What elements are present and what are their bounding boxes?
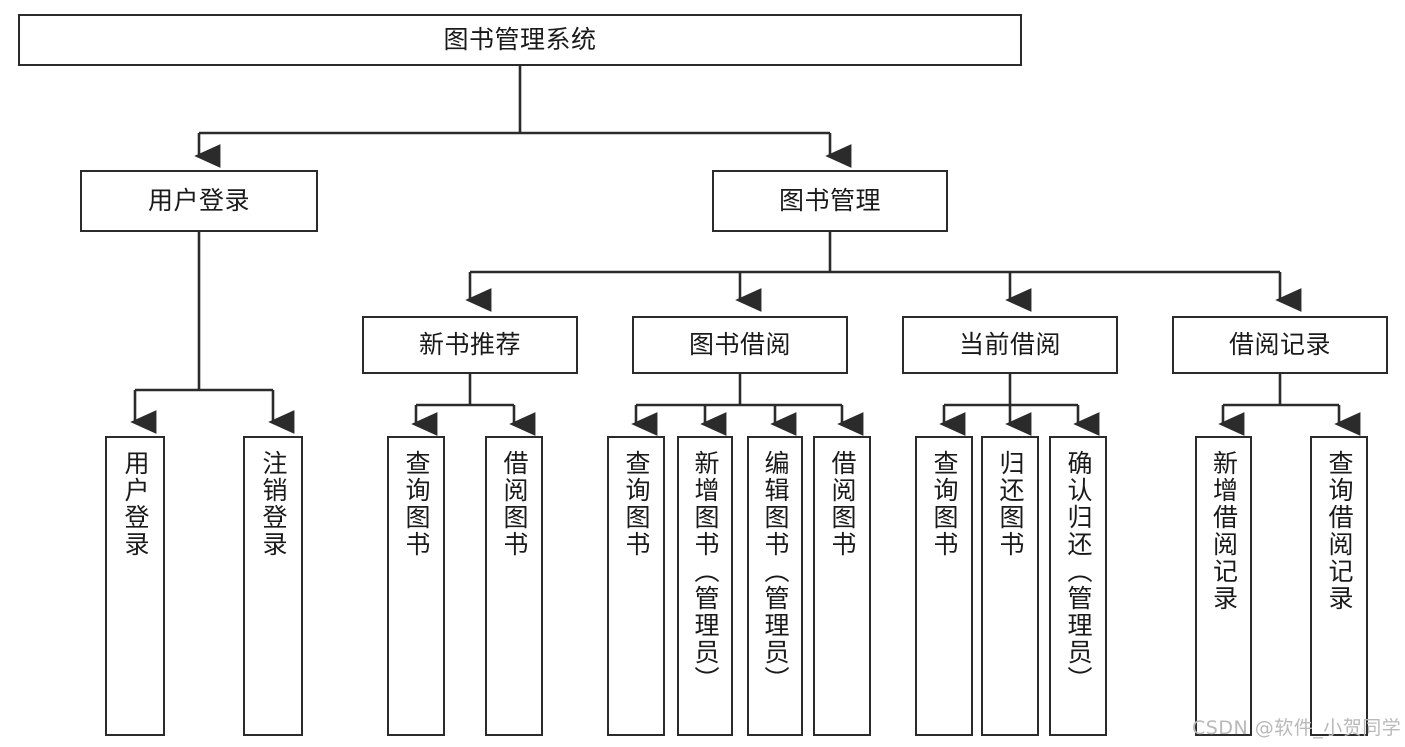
node-leaf-query-book-2[interactable]: 查询图书 [607,436,665,736]
node-leaf-query-book-1[interactable]: 查询图书 [387,436,445,736]
node-leaf-add-book-label: 新增图书（管理员） [691,450,720,693]
node-leaf-borrow-book-2[interactable]: 借阅图书 [813,436,871,736]
node-root-system-label: 图书管理系统 [443,25,597,55]
node-leaf-return-book-label: 归还图书 [996,450,1025,558]
node-leaf-add-book[interactable]: 新增图书（管理员） [677,436,733,736]
node-leaf-borrow-book-1[interactable]: 借阅图书 [485,436,543,736]
node-leaf-query-book-3-label: 查询图书 [930,450,959,558]
node-leaf-borrow-book-1-label: 借阅图书 [500,450,529,558]
node-book-manage-label: 图书管理 [778,186,881,216]
node-leaf-query-book-2-label: 查询图书 [622,450,651,558]
node-book-borrow-label: 图书借阅 [688,330,791,360]
node-leaf-logout[interactable]: 注销登录 [243,436,303,736]
node-leaf-confirm-return[interactable]: 确认归还（管理员） [1049,436,1107,736]
node-leaf-user-login[interactable]: 用户登录 [105,436,165,736]
node-leaf-edit-book[interactable]: 编辑图书（管理员） [747,436,803,736]
node-current-borrow[interactable]: 当前借阅 [902,316,1118,374]
node-leaf-borrow-book-2-label: 借阅图书 [828,450,857,558]
node-new-book-recommend-label: 新书推荐 [418,330,521,360]
node-borrow-record-label: 借阅记录 [1228,330,1331,360]
node-leaf-logout-label: 注销登录 [259,450,288,558]
node-current-borrow-label: 当前借阅 [958,330,1061,360]
node-leaf-query-record-label: 查询借阅记录 [1325,450,1354,612]
node-leaf-query-book-3[interactable]: 查询图书 [915,436,973,736]
node-user-login[interactable]: 用户登录 [80,170,318,232]
node-leaf-add-record-label: 新增借阅记录 [1209,450,1239,612]
node-leaf-query-record[interactable]: 查询借阅记录 [1310,436,1368,736]
node-book-borrow[interactable]: 图书借阅 [632,316,848,374]
node-user-login-label: 用户登录 [147,186,250,216]
node-leaf-query-book-1-label: 查询图书 [402,450,431,558]
node-leaf-user-login-label: 用户登录 [121,450,150,558]
csdn-watermark: CSDN @软件_小贺同学 [1192,717,1402,739]
node-book-manage[interactable]: 图书管理 [712,170,948,232]
node-leaf-return-book[interactable]: 归还图书 [981,436,1039,736]
node-leaf-add-record[interactable]: 新增借阅记录 [1195,436,1252,736]
node-borrow-record[interactable]: 借阅记录 [1172,316,1388,374]
node-leaf-edit-book-label: 编辑图书（管理员） [761,450,790,693]
node-leaf-confirm-return-label: 确认归还（管理员） [1064,450,1093,693]
node-root-system[interactable]: 图书管理系统 [18,14,1022,66]
node-new-book-recommend[interactable]: 新书推荐 [362,316,578,374]
